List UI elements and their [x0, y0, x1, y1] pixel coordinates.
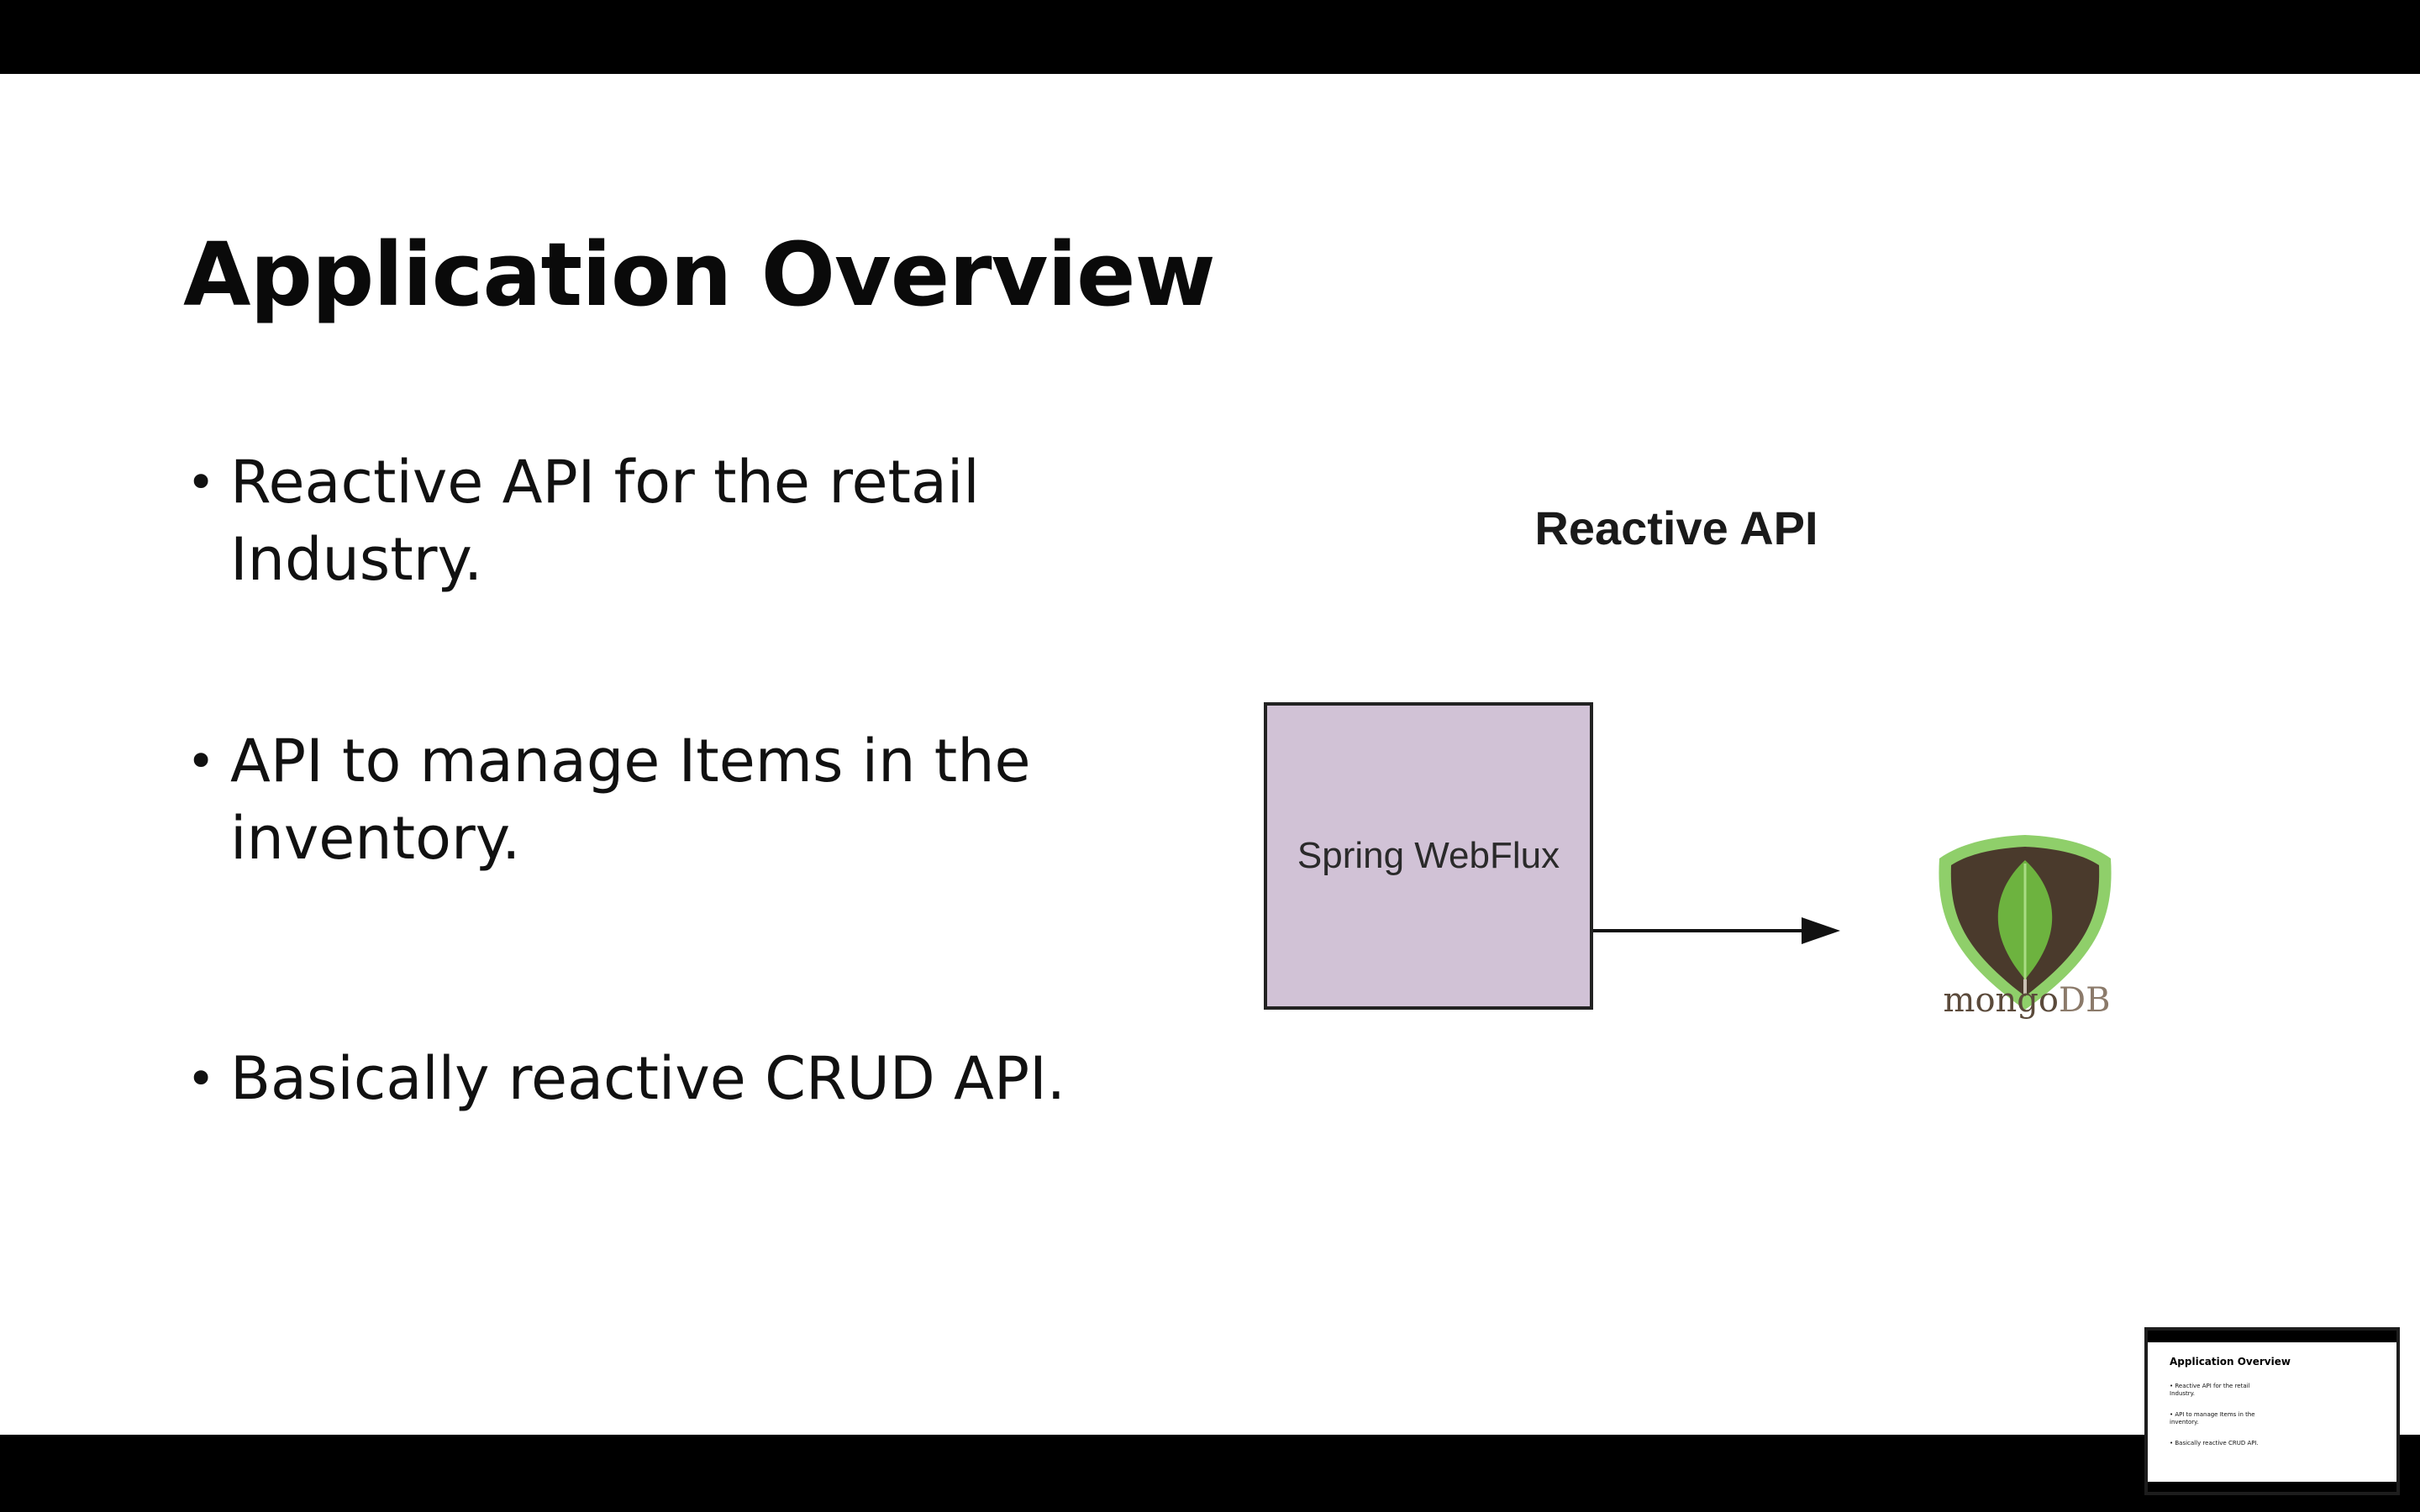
thumbnail-top-bar	[2148, 1331, 2396, 1342]
mongodb-wordmark-mongo: mongo	[1943, 981, 2059, 1020]
bullet-marker: •	[187, 454, 216, 511]
thumbnail-bullet: • Basically reactive CRUD API.	[2170, 1440, 2259, 1446]
slide-title: Application Overview	[183, 223, 1216, 326]
spring-webflux-box: Spring WebFlux	[1264, 702, 1593, 1010]
top-letterbox-bar	[0, 0, 2420, 74]
mongodb-wordmark: mongoDB	[1933, 981, 2121, 1020]
thumbnail-bullet: • Reactive API for the retail Industry.	[2170, 1383, 2250, 1397]
arrow-icon	[1593, 917, 1840, 944]
bullet-text: Reactive API for the retail Industry.	[230, 448, 980, 594]
spring-webflux-label: Spring WebFlux	[1297, 835, 1560, 876]
thumbnail-bottom-bar	[2148, 1482, 2396, 1492]
mongodb-logo-icon	[1939, 835, 2112, 1010]
bullet-text: API to manage Items in the inventory.	[230, 727, 1031, 873]
diagram-title: Reactive API	[1534, 501, 1818, 554]
bullet-text: Basically reactive CRUD API.	[230, 1044, 1066, 1113]
thumbnail-title: Application Overview	[2170, 1356, 2291, 1368]
slide-preview-thumbnail[interactable]: Application Overview • Reactive API for …	[2144, 1327, 2400, 1495]
bottom-letterbox-bar	[0, 1435, 2420, 1512]
mongodb-wordmark-db: DB	[2059, 981, 2111, 1020]
presentation-slide: Application Overview • Reactive API for …	[0, 74, 2420, 1435]
thumbnail-bullet: • API to manage Items in the inventory.	[2170, 1411, 2255, 1425]
bullet-marker: •	[187, 1050, 216, 1107]
bullet-marker: •	[187, 732, 216, 790]
